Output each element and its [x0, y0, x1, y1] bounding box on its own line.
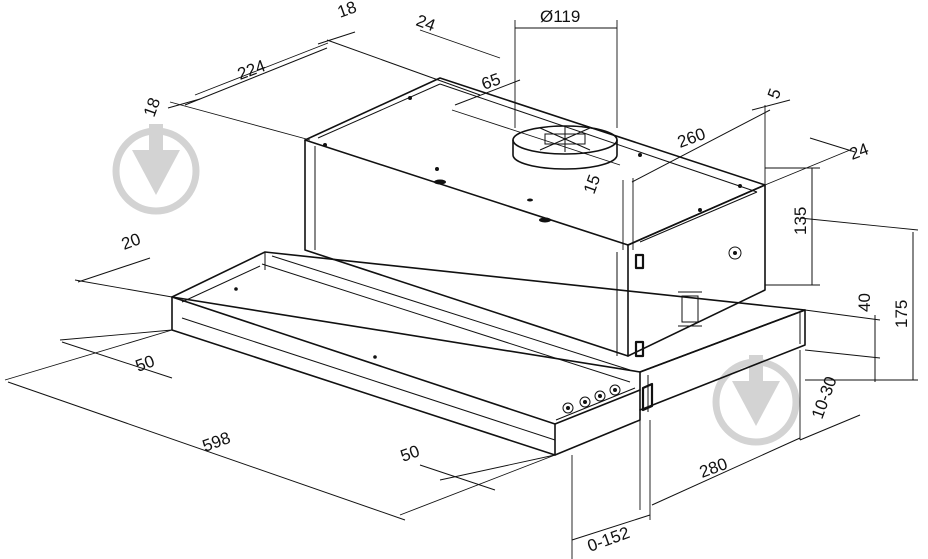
label-right-24: 24: [847, 139, 871, 163]
label-top-24: 24: [414, 11, 438, 35]
label-depth-280: 280: [697, 454, 730, 482]
label-width-598: 598: [200, 428, 233, 456]
label-offset-65: 65: [479, 69, 503, 93]
label-front-50: 50: [398, 441, 422, 465]
label-height-175: 175: [892, 300, 911, 328]
label-width-260: 260: [675, 124, 708, 152]
label-right-5: 5: [764, 86, 785, 101]
label-top-18: 18: [335, 0, 359, 22]
extending-visor: [171, 251, 806, 456]
drop-watermark-icon-right: [712, 355, 800, 446]
label-duct-diameter: Ø119: [540, 7, 580, 26]
label-offset-15: 15: [580, 172, 604, 196]
label-height-40: 40: [855, 293, 874, 312]
label-height-135: 135: [791, 207, 810, 235]
duct-collar: [512, 125, 618, 170]
drop-watermark-icon-left: [112, 124, 200, 215]
label-depth-224: 224: [235, 56, 268, 84]
label-range-10-30: 10-30: [808, 374, 841, 421]
label-left-20: 20: [119, 229, 143, 253]
label-left-18: 18: [140, 95, 164, 119]
hood-housing: [304, 77, 766, 358]
dimension-lines: [4, 20, 919, 559]
